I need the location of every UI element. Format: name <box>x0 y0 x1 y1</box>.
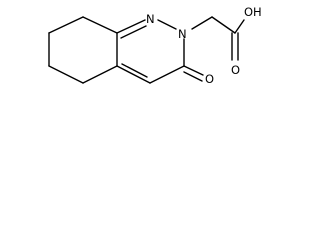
bond-c8a-n1 <box>116 19 146 34</box>
atom-oh: OH <box>244 5 262 19</box>
structure-canvas: N N O OH O <box>0 0 264 98</box>
bond-c3-o-double <box>183 71 203 82</box>
atom-o-ketone: O <box>205 72 214 86</box>
atom-o-carbonyl: O <box>231 63 240 77</box>
atom-n1: N <box>146 12 155 26</box>
bond-ch2-cooh <box>211 16 236 34</box>
bond-c8a-c8 <box>82 16 118 34</box>
bond-c3-c4 <box>149 65 185 84</box>
bond-c8-c7 <box>48 16 84 34</box>
bond-n2-ch2 <box>191 16 213 30</box>
bond-c6-c5 <box>48 65 84 84</box>
bond-c5-c4a <box>82 65 118 84</box>
bond-c8a-n1-double <box>120 25 147 39</box>
atom-n2: N <box>178 27 187 41</box>
chemical-structure: N N O OH O <box>48 5 262 86</box>
bond-c3-o <box>183 65 204 76</box>
bond-n1-n2 <box>157 19 177 30</box>
bond-c4-c4a <box>116 65 151 84</box>
bond-c-oh <box>234 19 245 34</box>
bond-c4-c4a-double <box>121 63 148 78</box>
